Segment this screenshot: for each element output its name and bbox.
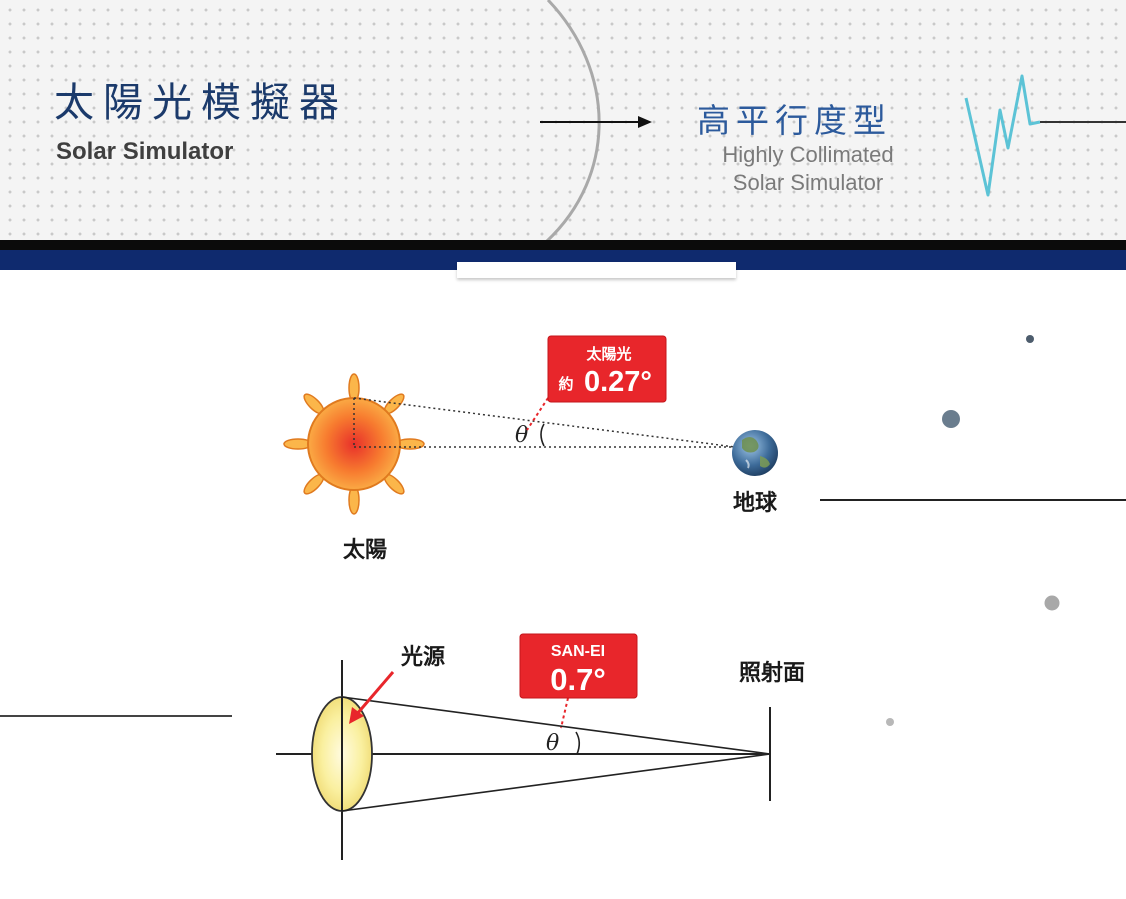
- page-title-english: Solar Simulator: [56, 138, 234, 165]
- zigzag-waveform-icon: [964, 74, 1041, 197]
- sunlight-badge-title: 太陽光: [586, 345, 631, 363]
- header-decoration: [540, 0, 1126, 242]
- product-type-english-line1: Highly Collimated: [722, 142, 894, 167]
- earth-label: 地球: [733, 491, 778, 516]
- decorative-dot: [886, 718, 894, 726]
- angle-theta-label: θ: [515, 423, 528, 448]
- header-divider-black: [0, 240, 1126, 250]
- angle-theta-label-bottom: θ: [546, 731, 559, 756]
- right-arrow-icon: [540, 116, 652, 128]
- source-pointer-arrow: [349, 671, 395, 724]
- decorative-dot: [1026, 335, 1034, 343]
- irradiation-plane-label: 照射面: [739, 660, 805, 686]
- header-banner: 太陽光模擬器 Solar Simulator 高平行度型 Highly Coll…: [0, 0, 1126, 242]
- product-type-english-line2: Solar Simulator: [732, 170, 884, 195]
- beam-lower: [341, 753, 771, 812]
- sunlight-badge-prefix: 約: [558, 375, 573, 393]
- header-divider-navy: [0, 250, 1126, 270]
- header-tab-strip: [457, 262, 736, 278]
- sunlight-angle-badge: 太陽光 約 0.27°: [526, 335, 667, 431]
- sun-label: 太陽: [343, 538, 387, 563]
- earth-globe-icon: [732, 430, 778, 476]
- decorative-dot: [1044, 595, 1060, 611]
- san-ei-badge-title: SAN-EI: [551, 643, 605, 660]
- page-title: 太陽光模擬器: [54, 80, 348, 126]
- angle-arc: [540, 423, 545, 447]
- san-ei-badge-value: 0.7°: [550, 662, 606, 697]
- san-ei-angle-badge: SAN-EI 0.7°: [519, 633, 638, 729]
- light-source-label: 光源: [400, 645, 445, 670]
- sun-ray-upper: [353, 397, 736, 448]
- product-type-title: 高平行度型: [697, 101, 892, 140]
- angle-arc-bottom: [575, 731, 581, 755]
- decorative-dot: [942, 410, 960, 428]
- beam-upper: [341, 696, 771, 755]
- sunlight-badge-value: 0.27°: [584, 366, 652, 398]
